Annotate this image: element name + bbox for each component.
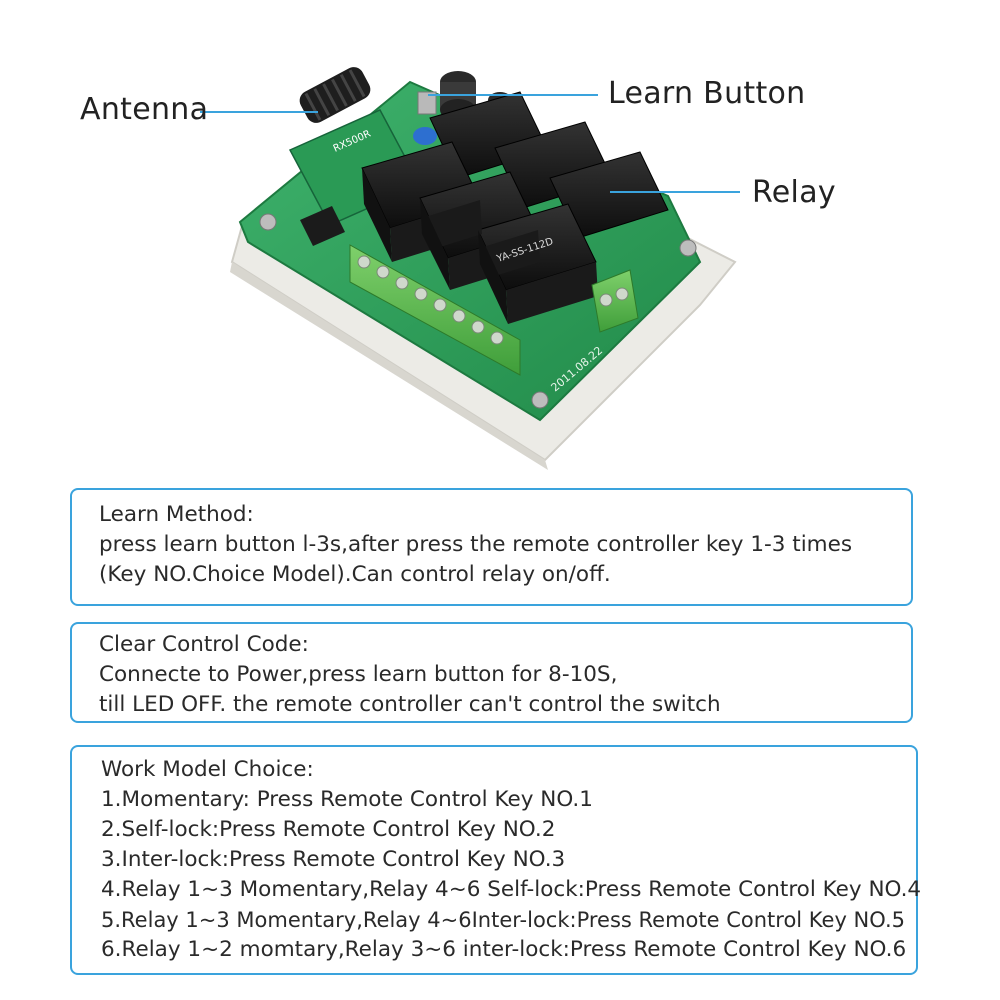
work-model-item: 5.Relay 1~3 Momentary,Relay 4~6Inter-loc… <box>101 908 905 932</box>
antenna-coil <box>299 67 371 123</box>
relay-label: Relay <box>752 175 836 210</box>
work-model-item: 4.Relay 1~3 Momentary,Relay 4~6 Self-loc… <box>101 877 922 902</box>
product-illustration: RX500R YA-SS-112D <box>0 0 1000 480</box>
relay-group: YA-SS-112D <box>361 91 669 324</box>
screw <box>259 213 277 231</box>
work-model-item: 2.Self-lock:Press Remote Control Key NO.… <box>101 817 556 842</box>
screw <box>531 391 549 409</box>
terminal-block-main <box>349 244 521 376</box>
work-model-item: 1.Momentary: Press Remote Control Key NO… <box>101 787 593 812</box>
blue-capacitor <box>413 127 437 145</box>
learn-button-label: Learn Button <box>608 76 806 111</box>
work-model-panel: Work Model Choice: 1.Momentary: Press Re… <box>70 745 922 975</box>
terminal-block-power <box>591 269 639 333</box>
learn-method-line: press learn button l-3s,after press the … <box>99 532 853 557</box>
clear-code-panel: Clear Control Code: Connecte to Power,pr… <box>70 622 913 723</box>
relay-board-image: RX500R YA-SS-112D <box>200 67 740 470</box>
antenna-label: Antenna <box>80 92 209 127</box>
work-model-title: Work Model Choice: <box>101 757 314 782</box>
learn-method-panel: Learn Method: press learn button l-3s,af… <box>70 488 913 606</box>
learn-method-title: Learn Method: <box>99 502 254 527</box>
ic-chip <box>300 206 345 246</box>
work-model-item: 3.Inter-lock:Press Remote Control Key NO… <box>101 847 566 872</box>
learn-method-line: (Key NO.Choice Model).Can control relay … <box>99 562 611 587</box>
clear-code-line: till LED OFF. the remote controller can'… <box>99 692 721 717</box>
clear-code-line: Connecte to Power,press learn button for… <box>99 662 618 687</box>
learn-button-component <box>417 91 437 115</box>
work-model-item: 6.Relay 1~2 momtary,Relay 3~6 inter-lock… <box>101 937 907 962</box>
screw <box>679 239 697 257</box>
clear-code-title: Clear Control Code: <box>99 632 309 657</box>
